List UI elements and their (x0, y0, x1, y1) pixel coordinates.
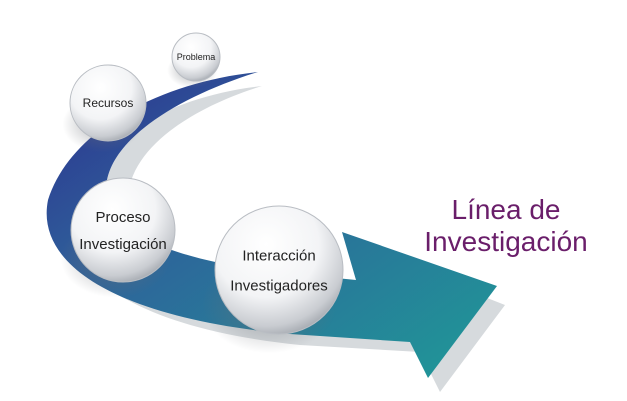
node-label: Investigadores (230, 277, 328, 294)
node-recursos: Recursos (62, 64, 147, 153)
node-label: Interacción (242, 247, 315, 264)
node-problema: Problema (167, 32, 221, 89)
title-line: Línea de (452, 194, 561, 225)
node-sphere (70, 177, 176, 283)
node-label: Proceso (95, 209, 150, 226)
node-sphere (69, 64, 147, 142)
title-line: Investigación (424, 226, 587, 257)
node-sphere (171, 32, 221, 82)
nodes-layer: ProblemaRecursosProcesoInvestigaciónInte… (60, 32, 344, 354)
node-label: Investigación (79, 236, 167, 253)
node-label: Recursos (83, 96, 134, 110)
node-sphere (214, 205, 344, 335)
node-label: Problema (177, 52, 216, 62)
curved-arrow (46, 72, 497, 378)
